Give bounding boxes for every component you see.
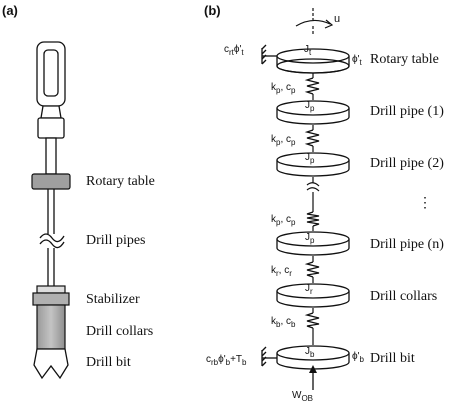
label-a-drill-bit: Drill bit [86,355,131,370]
symbol-kp-cp-2: kp, cp [271,134,296,147]
disk-rotary-table [276,48,350,74]
symbol-jr: Jr [305,283,313,296]
panel-b-tag: (b) [204,3,221,18]
disk-drill-pipe-n [276,231,350,256]
label-a-drill-pipes: Drill pipes [86,233,146,248]
label-b-rotary-table: Rotary table [370,52,439,67]
symbol-jt: Jt [304,44,312,57]
label-b-drill-pipe-1: Drill pipe (1) [370,104,444,119]
spring-r [304,261,320,278]
label-b-drill-collars: Drill collars [370,289,437,304]
label-b-drill-pipe-n: Drill pipe (n) [370,237,444,252]
label-b-drill-pipe-2: Drill pipe (2) [370,156,444,171]
drill-collars-block [36,304,66,350]
symbol-phit-right: ϕ't [352,54,363,67]
stabilizer-block [32,292,70,306]
symbol-phib-right: ϕ'b [352,351,365,364]
label-a-drill-collars: Drill collars [86,324,153,339]
rotary-table-block [31,173,71,190]
disk-drill-collars [276,283,350,308]
collar-top-ring [36,285,66,294]
wall-bottom-icon [261,346,277,367]
symbol-crb-phib-tb: crbϕ'b+Tb [206,354,247,367]
rotation-arc [295,19,331,27]
panel-a: (a) Rotary table Drill pipes S [2,3,155,380]
symbol-wob: WOB [292,390,313,403]
label-b-ellipsis: ⋮ [418,196,432,211]
symbol-jp-2: Jp [305,152,315,165]
drill-pipe-graphic [39,189,65,286]
kelly-assembly [36,41,66,175]
label-b-drill-bit: Drill bit [370,351,415,366]
disk-drill-pipe-2 [276,152,350,177]
spring-2 [304,129,320,147]
symbol-kr-cr: kr, cr [271,265,292,278]
symbol-u: u [334,13,340,25]
symbol-jb: Jb [305,346,315,359]
panel-a-tag: (a) [2,3,18,18]
symbol-kb-cb: kb, cb [271,316,296,329]
symbol-kp-cp-1: kp, cp [271,82,296,95]
spring-b [304,312,320,329]
spring-n [306,211,320,227]
symbol-kp-cp-n: kp, cp [271,214,296,227]
label-a-stabilizer: Stabilizer [86,292,140,307]
drill-bit-graphic [33,348,69,380]
panel-b: (b) u [204,3,444,403]
label-a-rotary-table: Rotary table [86,174,155,189]
symbol-crt-phit: crtϕ't [224,44,244,57]
wob-arrow-icon [309,365,317,373]
rotation-arrow-icon [324,19,334,29]
symbol-jp-1: Jp [305,100,315,113]
spring-1 [304,77,320,95]
disk-drill-bit [276,345,350,370]
symbol-jp-n: Jp [305,232,315,245]
shaft-lines [306,8,320,345]
disk-drill-pipe-1 [276,100,350,125]
wall-top-icon [261,44,277,65]
